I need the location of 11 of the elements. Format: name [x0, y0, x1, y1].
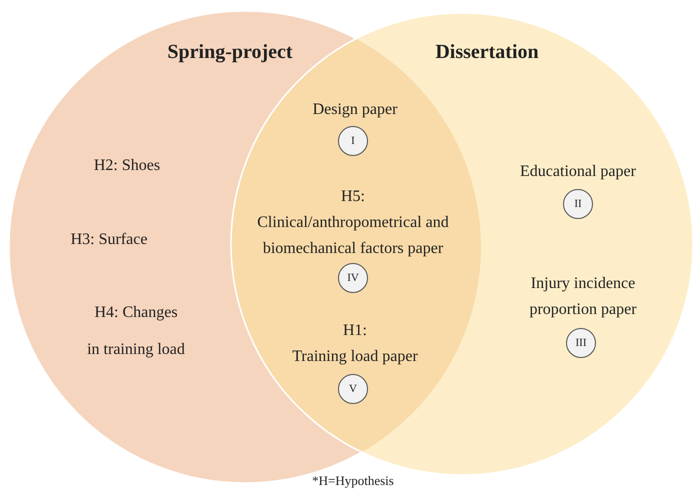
set-item: H2: Shoes — [92, 156, 162, 176]
set-heading: Dissertation — [434, 40, 540, 65]
set-heading: Spring-project — [166, 40, 294, 65]
paper-label: H1: Training load paper — [291, 321, 419, 367]
paper-label: Design paper — [312, 100, 398, 120]
paper-label: H5: Clinical/anthropometrical and biomechanical factors paper — [256, 187, 450, 259]
set-item: H4: Changes in training load — [86, 303, 186, 360]
set-item: H3: Surface — [70, 230, 148, 250]
set-item: Injury incidence proportion paper — [528, 274, 638, 320]
footnote: *H=Hypothesis — [311, 472, 395, 490]
set-item: Educational paper — [519, 162, 637, 182]
